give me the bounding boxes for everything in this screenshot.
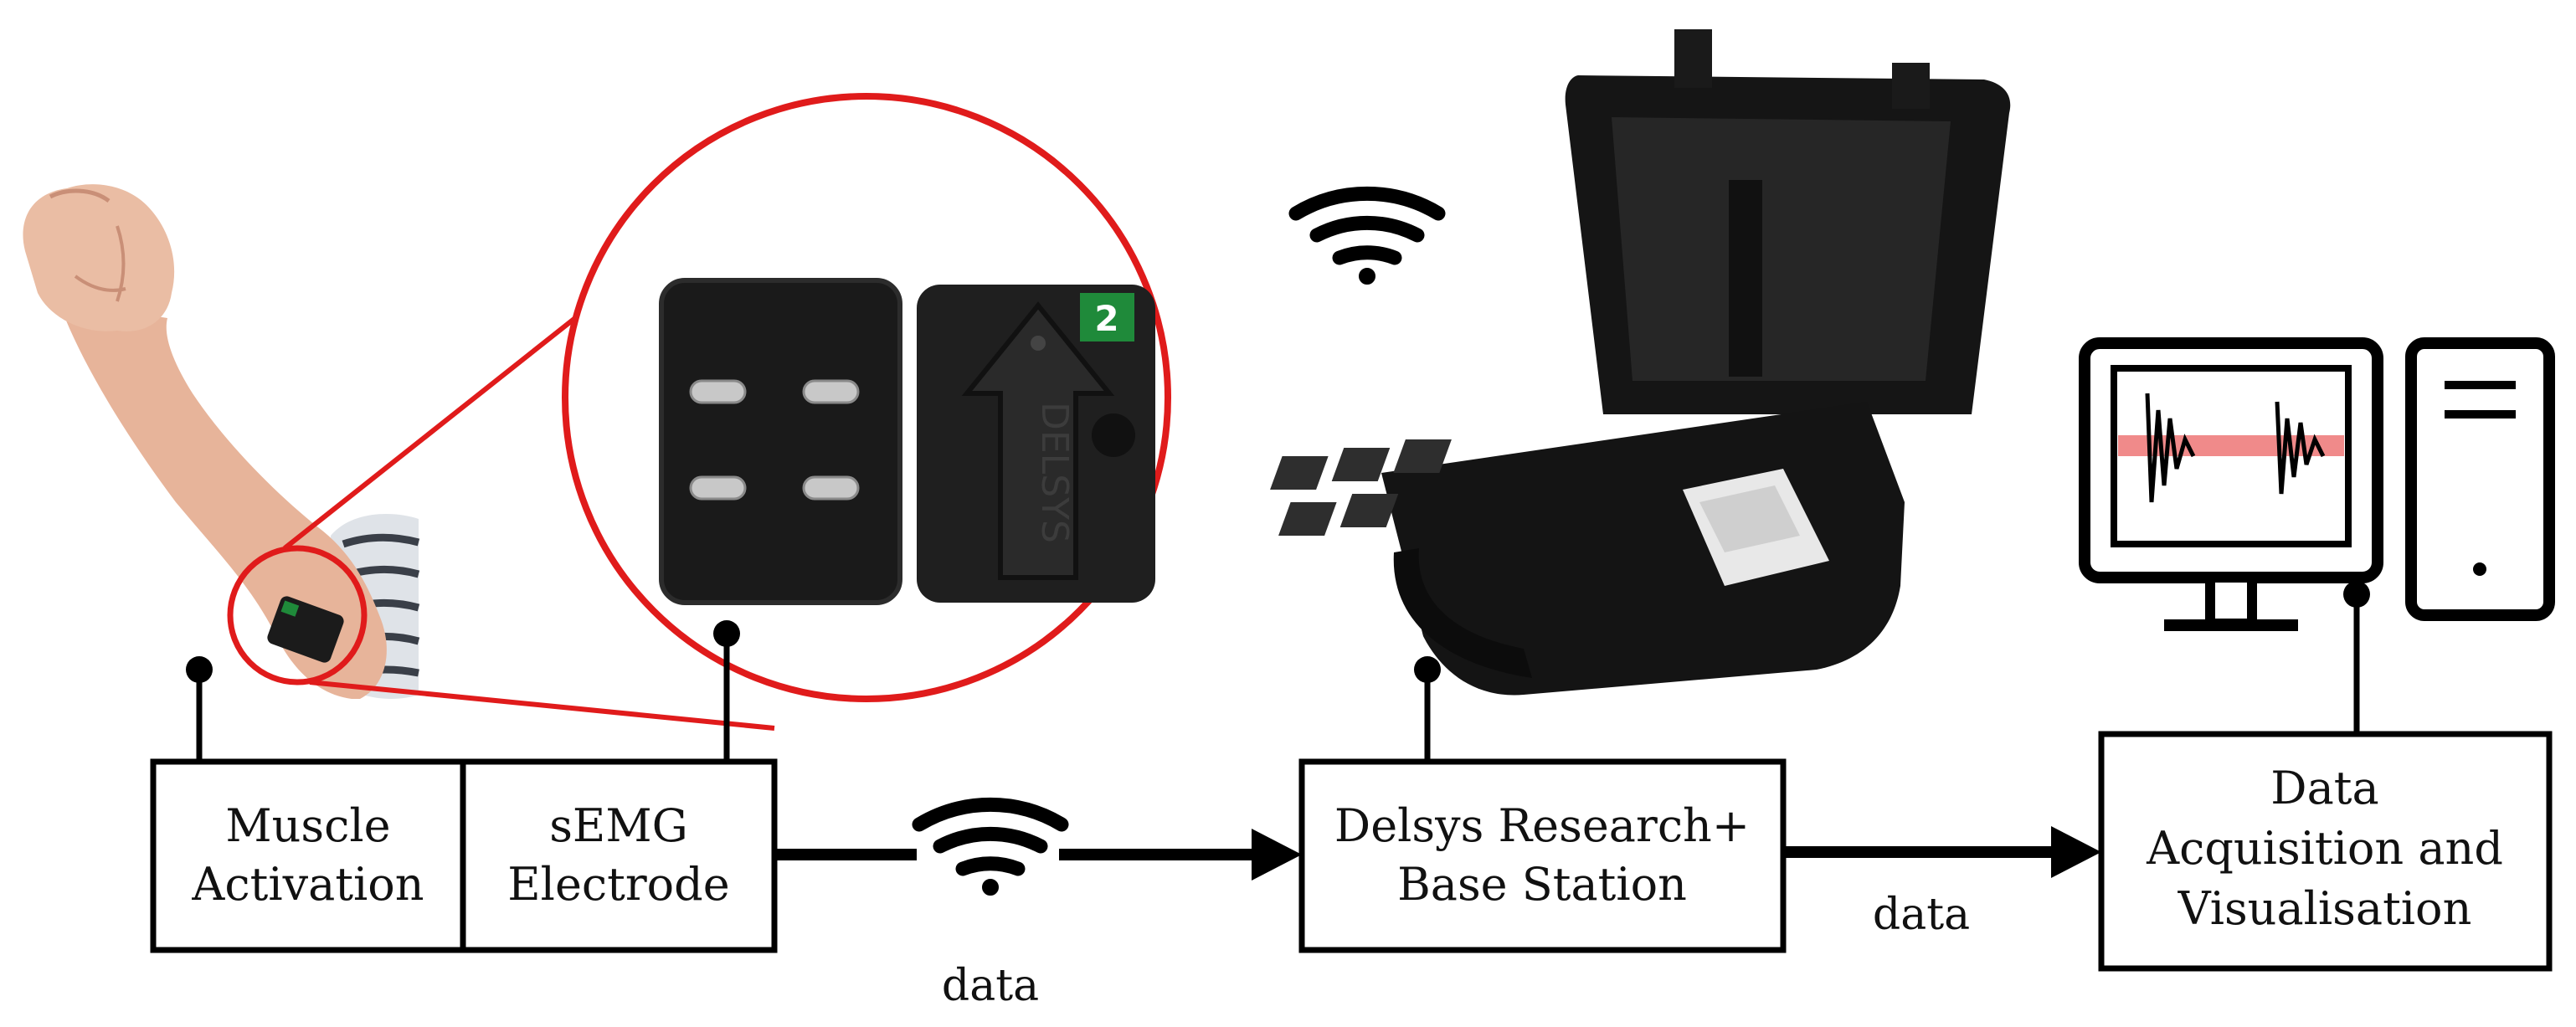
connector-dots xyxy=(186,581,2370,683)
semg-electrode-box xyxy=(460,758,778,953)
sensor-closeup: DELSYS 2 xyxy=(659,278,1155,605)
emg-burst-right xyxy=(2275,401,2326,495)
data-acquisition-label-line1: Data xyxy=(2270,762,2378,814)
arm-zoom-circle xyxy=(227,545,368,686)
base-station-label-line2: Base Station xyxy=(1397,858,1687,911)
data-acquisition-label-line3: Visualisation xyxy=(2178,882,2472,935)
wireless-data-label: data xyxy=(942,961,1039,1011)
base-station-box-group: Delsys Research+ Base Station xyxy=(1298,758,1787,953)
semg-electrode-label-line1: sEMG xyxy=(549,799,688,852)
computer-tower-icon xyxy=(2405,337,2555,621)
data-acquisition-box xyxy=(2098,731,2553,972)
emg-burst-left xyxy=(2145,393,2196,503)
muscle-activation-box xyxy=(150,758,466,953)
arrow-electrode-to-base xyxy=(774,829,1302,881)
monitor-icon xyxy=(2079,337,2383,631)
muscle-activation-label-line1: Muscle xyxy=(225,799,390,852)
arm-illustration xyxy=(23,184,420,699)
sensor-button xyxy=(1092,413,1135,457)
base-station-case xyxy=(1270,29,2011,696)
case-handle xyxy=(1393,548,1532,678)
box-sensor-group: Muscle Activation sEMG Electrode xyxy=(150,758,778,953)
wifi-icon-top xyxy=(1288,187,1446,285)
base-station-label-line1: Delsys Research+ xyxy=(1334,799,1750,852)
sensor-brand-text: DELSYS xyxy=(1033,402,1076,543)
sensor-back xyxy=(661,280,900,603)
emg-signal-graphic xyxy=(2118,393,2344,503)
wired-data-label: data xyxy=(1873,890,1970,940)
semg-electrode-label-line2: Electrode xyxy=(507,858,729,911)
zoom-line-bottom xyxy=(309,680,775,731)
data-acquisition-label-line2: Acquisition and xyxy=(2146,822,2503,875)
muscle-activation-label-line2: Activation xyxy=(191,858,424,911)
sensor-badge xyxy=(1080,293,1134,341)
base-station-box xyxy=(1298,758,1787,953)
electrode-bars xyxy=(689,379,860,501)
arrow-emboss xyxy=(961,301,1115,580)
arm-sensor xyxy=(267,596,344,663)
wifi-icon-middle xyxy=(912,798,1069,896)
data-acquisition-box-group: Data Acquisition and Visualisation xyxy=(2098,731,2553,972)
connector-lines xyxy=(196,594,2360,762)
sensor-badge-number: 2 xyxy=(1094,298,1118,339)
arrow-base-to-acquisition xyxy=(1783,826,2101,878)
